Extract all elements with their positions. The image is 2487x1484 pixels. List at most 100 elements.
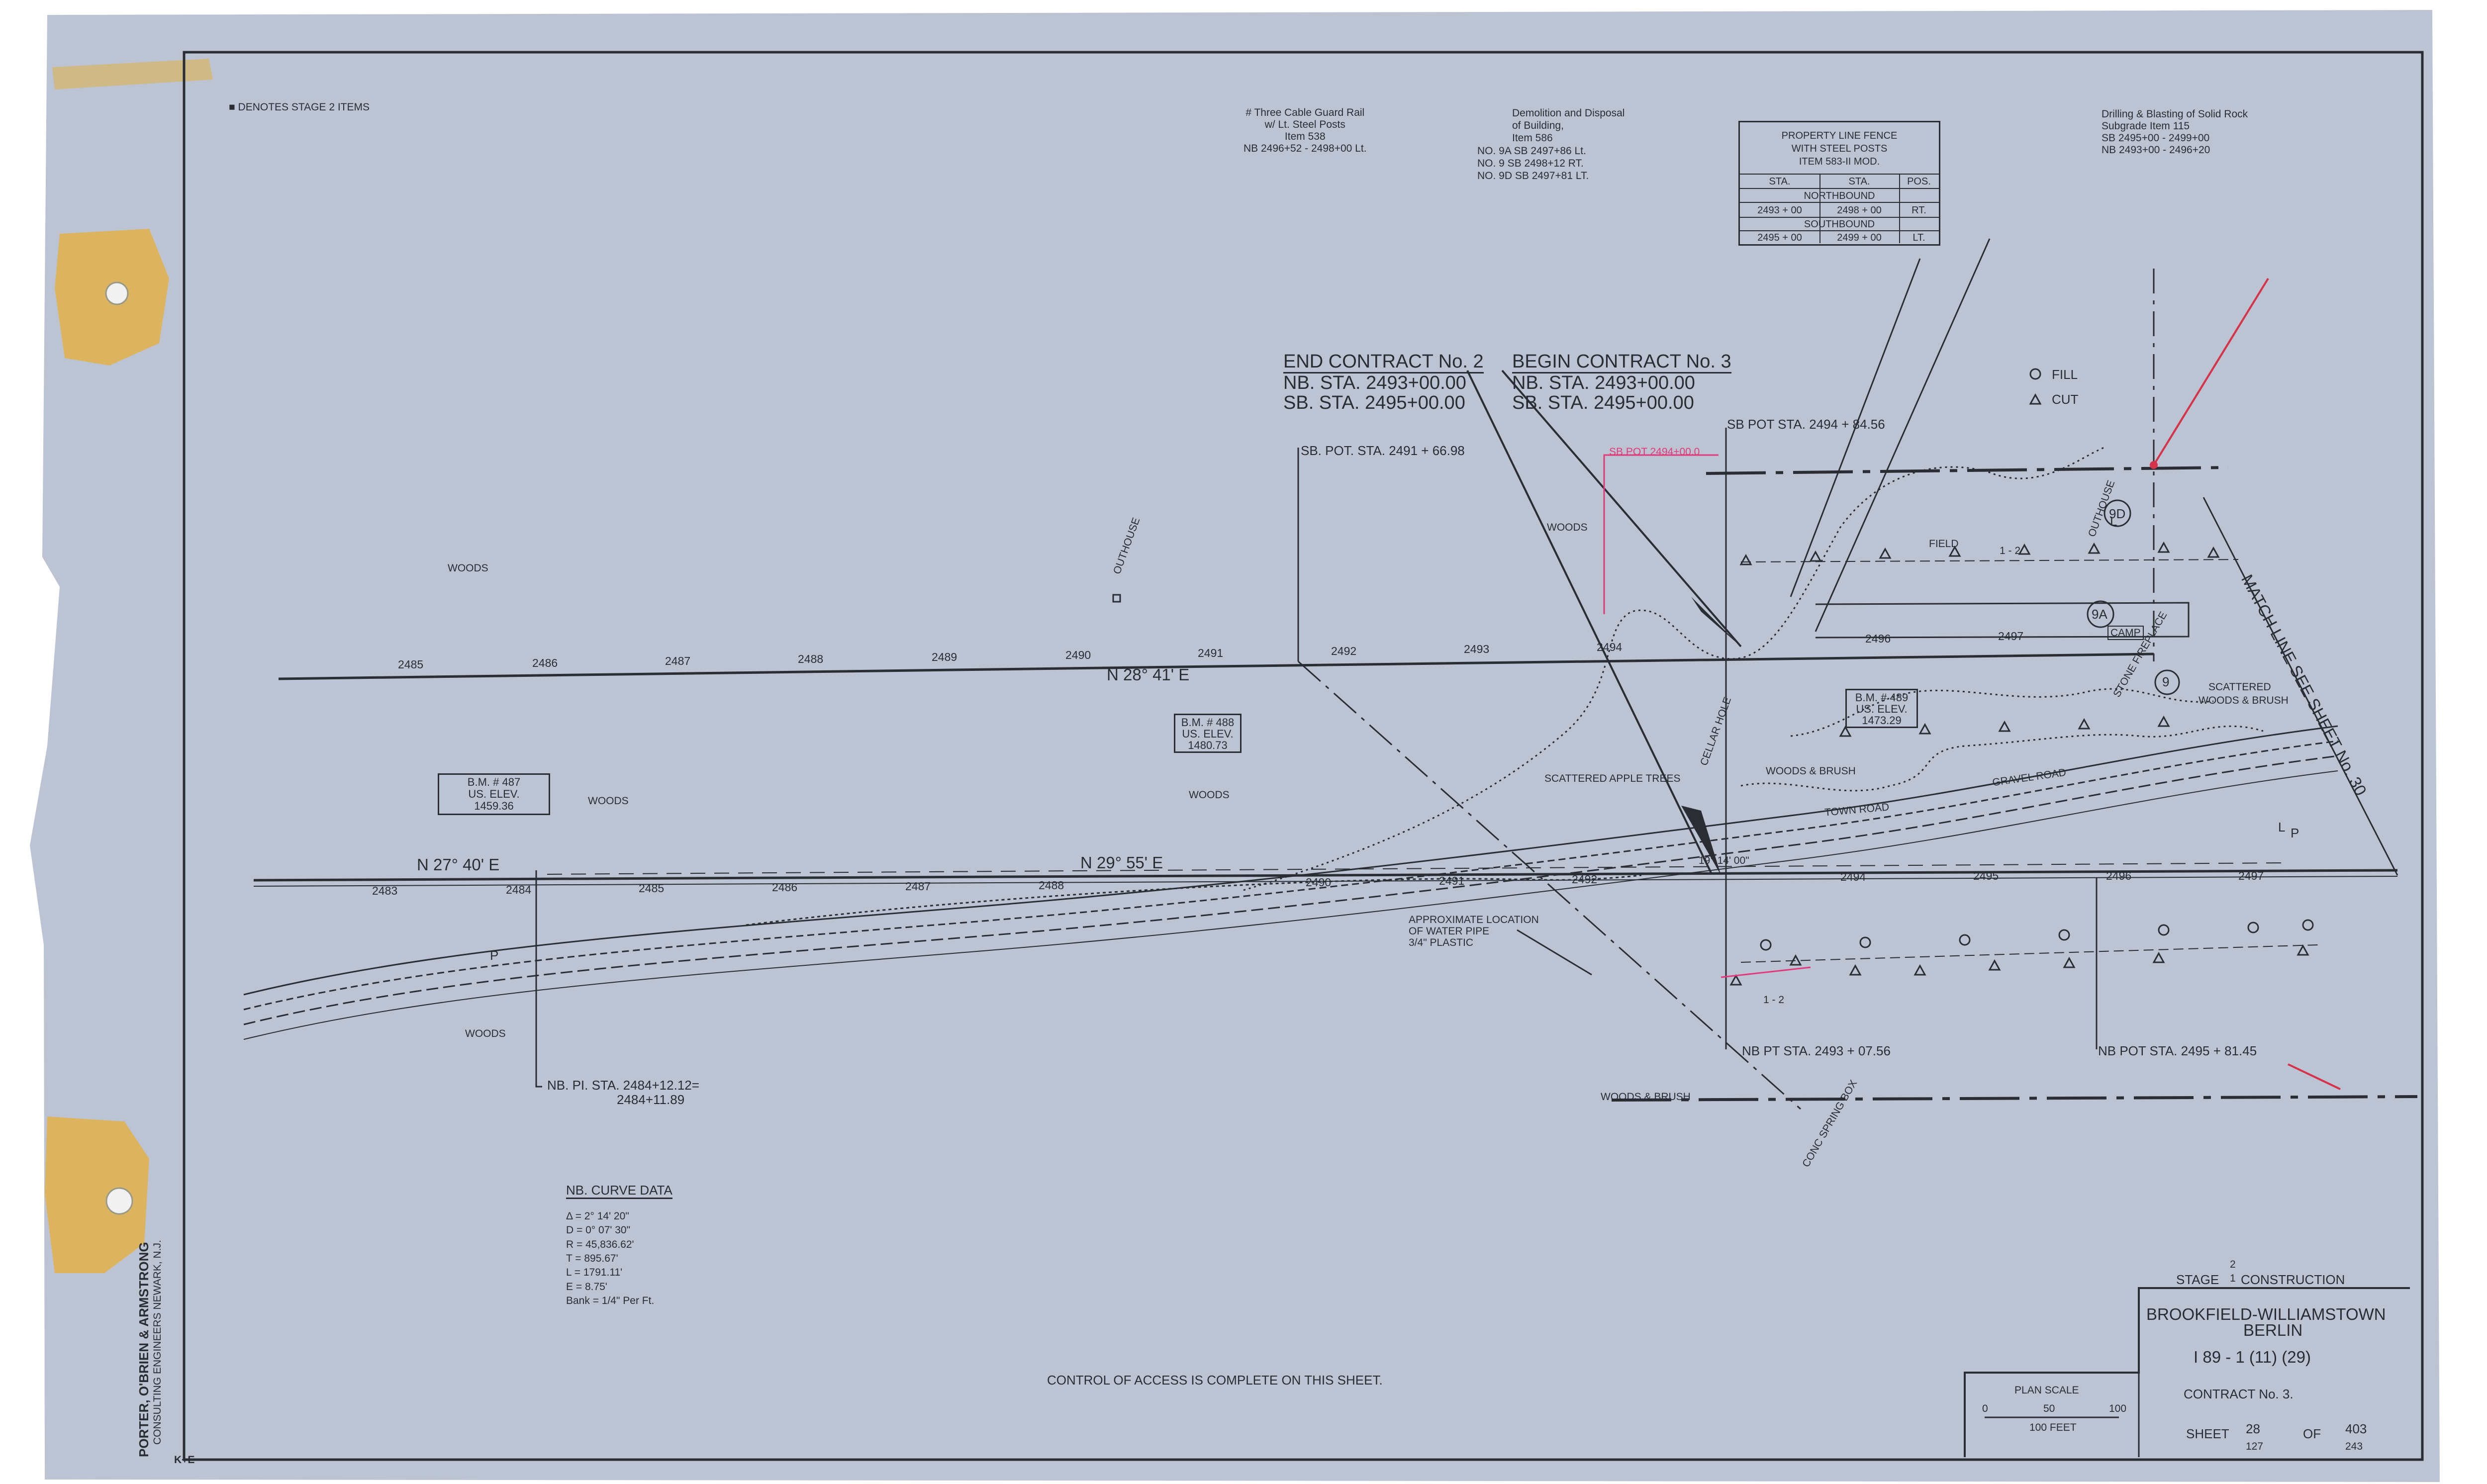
scale-tick-50: 50: [2043, 1403, 2055, 1414]
scattered-apple-label: SCATTERED APPLE TREES: [1544, 773, 1681, 784]
cut-symbols: [1729, 541, 2309, 986]
woods-boundary-2: [1740, 725, 2264, 792]
fence-sb-pos: LT.: [1913, 232, 1925, 243]
route-number: I 89 - 1 (11) (29): [2194, 1348, 2311, 1366]
camp-label: CAMP: [2107, 626, 2144, 640]
station-lower-label: 2484: [506, 883, 532, 896]
slope-line: [746, 874, 1642, 926]
fill-legend-symbol: [2029, 368, 2041, 380]
building-9a-label: 9A: [2092, 607, 2107, 622]
fence-header-pos: POS.: [1907, 176, 1931, 187]
manufacturer-mark: K+E: [174, 1454, 195, 1466]
punch-hole-lower: [105, 1187, 133, 1215]
scale-feet-label: 100 FEET: [2029, 1422, 2077, 1433]
water-pipe-label: APPROXIMATE LOCATION OF WATER PIPE 3/4" …: [1409, 914, 1539, 949]
sheet-total: 403: [2345, 1421, 2367, 1436]
fence-header-sta: STA.: [1769, 176, 1791, 187]
sheet-number-alt: 127: [2246, 1441, 2264, 1452]
station-upper-label: 2492: [1331, 645, 1357, 657]
station-upper-label: 2487: [665, 654, 691, 667]
drawing-border: [183, 51, 2424, 1461]
field-label: FIELD: [1929, 538, 1959, 550]
red-markup-sb-pot: [1603, 454, 1719, 614]
station-lower-label: 2488: [1039, 879, 1064, 892]
diagonal-dashed: [1298, 660, 1801, 1110]
fence-lower: [1611, 1095, 2418, 1102]
legend-fill-label: FILL: [2052, 367, 2078, 382]
guard-rail-note: # Three Cable Guard Rail w/ Lt. Steel Po…: [1244, 107, 1367, 155]
stage-top-value: 2: [2230, 1259, 2236, 1270]
match-line: [2202, 497, 2398, 876]
nb-pi-label: NB. PI. STA. 2484+12.12= 2484+11.89: [547, 1078, 699, 1107]
station-lower-label: 2486: [772, 881, 798, 894]
woods-label: WOODS: [1189, 789, 1230, 801]
leader-end-contract: [1466, 370, 1712, 873]
demolition-note: Demolition and Disposal of Building, Ite…: [1477, 107, 1625, 182]
woods-label: WOODS: [588, 795, 629, 807]
woods-brush-label: WOODS & BRUSH: [1766, 765, 1856, 777]
building-9-symbol: [2154, 669, 2180, 695]
l-marker: L: [2278, 820, 2286, 835]
station-upper-label: 2486: [532, 656, 558, 669]
benchmark-487: B.M. # 487 US. ELEV. 1459.36: [438, 773, 550, 815]
station-lower-label: 2490: [1306, 876, 1332, 889]
station-upper-label: 2485: [398, 658, 424, 671]
outhouse-symbol: [1112, 594, 1121, 603]
sheet-label: SHEET: [2186, 1426, 2229, 1441]
stream-lines-4: [243, 770, 2338, 1040]
contract-number: CONTRACT No. 3.: [2184, 1387, 2294, 1401]
woods-label: WOODS: [448, 562, 488, 574]
scale-tick-0: 0: [1982, 1403, 1988, 1414]
town-title-2: BERLIN: [2243, 1321, 2303, 1339]
p-marker: P: [490, 948, 499, 963]
fence-nb-start: 2493 + 00: [1757, 205, 1802, 216]
ratio-label: 1 - 2: [1763, 994, 1785, 1006]
fence-nb-end: 2498 + 00: [1837, 205, 1882, 216]
angle-label: 19° 14' 00": [1699, 855, 1749, 866]
sheet-number: 28: [2246, 1421, 2260, 1436]
fence-sb-end: 2499 + 00: [1837, 232, 1882, 243]
station-upper-label: 2491: [1198, 647, 1224, 659]
paper: [30, 10, 2440, 1482]
leader-begin-contract: [1501, 370, 1742, 648]
red-sb-pot-label: SB POT 2494+00.0: [1609, 446, 1700, 458]
benchmark-488: B.M. # 488 US. ELEV. 1480.73: [1174, 714, 1242, 753]
firm-sub: CONSULTING ENGINEERS NEWARK, N.J.: [152, 1240, 163, 1445]
nb-alignment-edge-2: [547, 862, 2289, 875]
fence-header-sta-2: STA.: [1848, 176, 1870, 187]
fence-nb-pos: RT.: [1912, 205, 1926, 216]
red-markup-ne: [2153, 278, 2269, 466]
woods-label: WOODS: [465, 1028, 506, 1039]
firm-name: PORTER, O'BRIEN & ARMSTRONG: [136, 1242, 151, 1457]
begin-contract-block: BEGIN CONTRACT No. 3 NB. STA. 2493+00.00…: [1512, 351, 1731, 413]
station-upper-label: 2494: [1597, 641, 1623, 653]
nb-alignment-line: [253, 869, 2398, 882]
station-lower-label: 2485: [639, 882, 665, 895]
stage-items-note: ■ DENOTES STAGE 2 ITEMS: [229, 101, 370, 113]
station-lower-label: 2487: [905, 880, 931, 893]
fence-sb-start: 2495 + 00: [1757, 232, 1802, 243]
nb-pt-2493-label: NB PT STA. 2493 + 07.56: [1742, 1043, 1891, 1058]
station-lower-label: 2496: [2106, 869, 2132, 882]
stage-bottom-value: 1: [2230, 1273, 2236, 1284]
station-lower-label: 2483: [372, 884, 398, 897]
drilling-note: Drilling & Blasting of Solid Rock Subgra…: [2102, 108, 2248, 156]
woods-label: WOODS: [1547, 522, 1588, 533]
nb-pot-2495-label: NB POT STA. 2495 + 81.45: [2098, 1043, 2257, 1058]
building-9d-symbol: [2104, 499, 2131, 527]
woods-boundary-3: [1790, 688, 2214, 737]
leader-nb-pi: [535, 870, 542, 1088]
station-upper-label: 2490: [1065, 649, 1091, 661]
plan-scale-label: PLAN SCALE: [2014, 1385, 2079, 1396]
curve-data-rows: Δ = 2° 14' 20" D = 0° 07' 30" R = 45,836…: [566, 1210, 655, 1307]
fill-symbols: [1760, 919, 2314, 951]
red-markup-lower: [1721, 966, 1811, 978]
station-lower-label: 2495: [1973, 869, 1999, 882]
station-lower-label: 2497: [2238, 869, 2264, 882]
station-upper-label: 2489: [932, 650, 957, 663]
l-marker: L: [2110, 514, 2117, 529]
building-9-label: 9: [2162, 674, 2170, 689]
sb-pot-2491-label: SB. POT. STA. 2491 + 66.98: [1301, 443, 1465, 458]
fence-southbound-label: SOUTHBOUND: [1804, 219, 1875, 230]
